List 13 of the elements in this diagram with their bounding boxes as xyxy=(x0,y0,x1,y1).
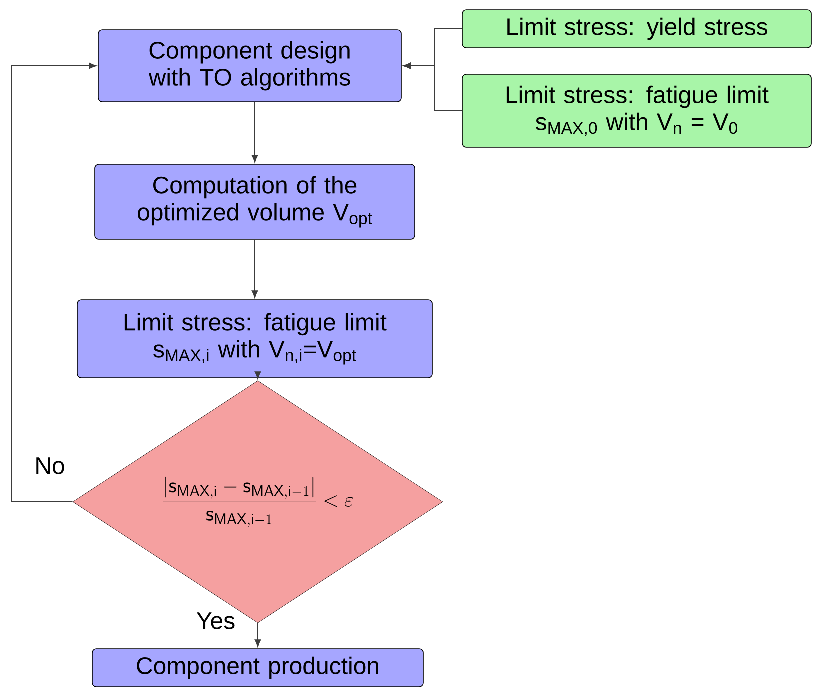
arrow xyxy=(254,372,262,380)
input-box: Limit stress: fatigue limit s$_{MAX,0}$ with V$_{n}$ = V$_{0}$ xyxy=(462,74,812,148)
edge-label: No xyxy=(34,456,66,476)
process-box: Component design with TO algorithms xyxy=(98,30,402,102)
arrow xyxy=(252,102,258,163)
process-box: Component production xyxy=(92,648,424,688)
arrow xyxy=(252,239,258,298)
arrow xyxy=(12,62,97,502)
process-box: Computation of the optimized volume V$_{opt}$ xyxy=(94,164,416,240)
process-box: Limit stress: fatigue limit s$_{MAX,i}$ with V$_{n,i}$=V$_{opt}$ xyxy=(77,300,433,378)
arrow xyxy=(403,62,463,112)
input-box: Limit stress: yield stress xyxy=(462,10,812,48)
arrow xyxy=(254,622,262,648)
